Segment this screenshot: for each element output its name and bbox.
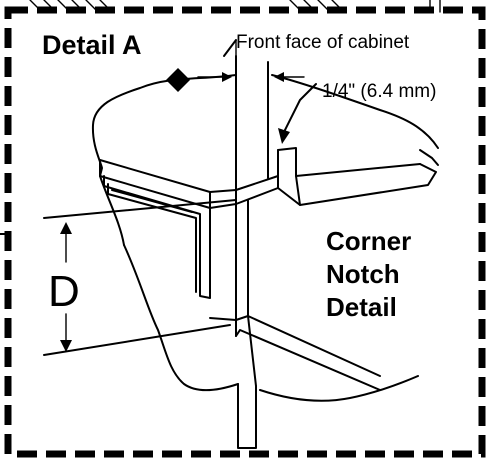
face-frame-panel [99, 159, 279, 299]
corner-notch-label-line2: Notch [326, 259, 400, 289]
diamond-icon [166, 68, 190, 92]
corner-notch-label-line1: Corner [326, 226, 411, 256]
detail-frame [4, 6, 486, 458]
detail-title: Detail A [42, 30, 142, 60]
top-hatch-remnant [29, 0, 441, 13]
notch-size-label: 1/4" (6.4 mm) [322, 81, 436, 102]
notch-dimension-arrows [197, 72, 317, 144]
stile-and-rail [209, 199, 381, 449]
front-face-lines [223, 39, 269, 201]
dimension-d [43, 199, 237, 356]
cabinet-corner [91, 74, 439, 402]
countertop-slab [277, 147, 439, 206]
corner-notch-label-line3: Detail [326, 292, 397, 322]
dimension-label: D [48, 267, 80, 316]
front-face-label: Front face of cabinet [236, 32, 410, 53]
